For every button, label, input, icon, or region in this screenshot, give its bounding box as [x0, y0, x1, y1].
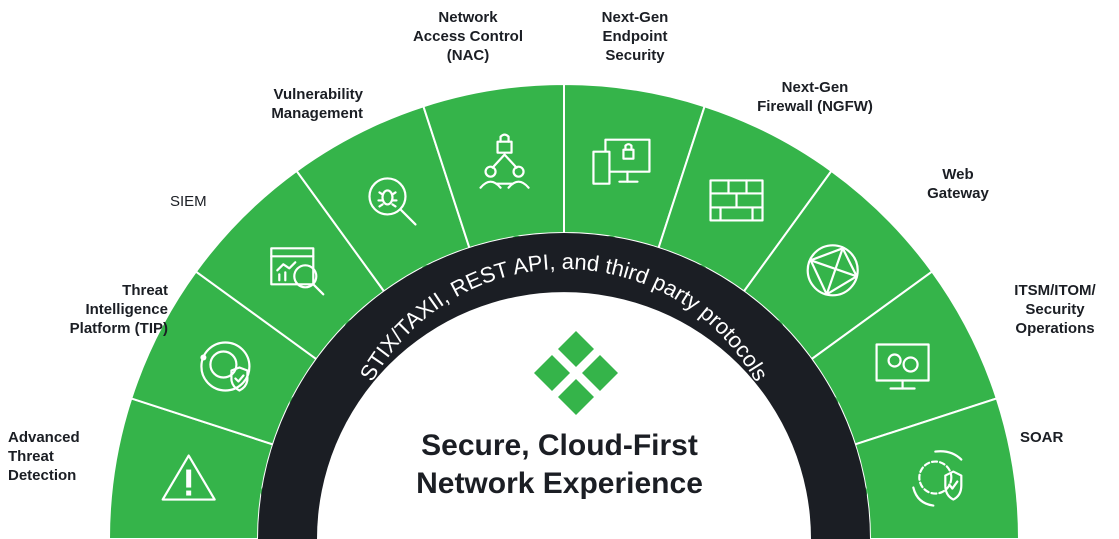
label-network-access-control: Network Access Control (NAC): [412, 9, 524, 64]
warning-triangle-icon: [161, 454, 216, 501]
analytics-magnifier-icon: [270, 247, 325, 296]
label-threat-intelligence-platform: Threat Intelligence Platform (TIP): [69, 282, 168, 337]
monitor-gears-icon: [875, 343, 930, 390]
label-next-gen-firewall: Next-Gen Firewall (NGFW): [757, 79, 873, 115]
globe-network-icon: [806, 244, 859, 297]
globe-shield-icon: [200, 341, 251, 392]
center-title-line-1: Secure, Cloud-First: [421, 429, 698, 462]
label-itsm-itom-security-operations: ITSM/ITOM/ Security Operations: [1014, 282, 1096, 337]
gear-shield-cycle-icon: [912, 450, 963, 507]
four-diamond-logo-icon: [534, 331, 618, 415]
logo-diamond: [558, 379, 594, 415]
label-soar: SOAR: [1020, 429, 1064, 446]
lock-network-icon: [479, 133, 530, 189]
bug-magnifier-icon: [368, 177, 417, 226]
label-advanced-threat-detection: Advanced Threat Detection: [8, 429, 80, 484]
label-vulnerability-management: Vulnerability Management: [271, 86, 363, 122]
logo-diamond: [534, 355, 570, 391]
center-title-line-2: Network Experience: [416, 467, 703, 500]
devices-lock-icon: [592, 138, 651, 185]
logo-diamond: [582, 355, 618, 391]
label-next-gen-endpoint-security: Next-Gen Endpoint Security: [601, 9, 669, 64]
label-web-gateway: Web Gateway: [927, 166, 989, 202]
logo-diamond: [558, 331, 594, 367]
brick-wall-icon: [709, 179, 764, 222]
label-siem: SIEM: [170, 193, 207, 210]
center-area: [317, 292, 811, 539]
outer-arc-segments: [107, 82, 1021, 539]
